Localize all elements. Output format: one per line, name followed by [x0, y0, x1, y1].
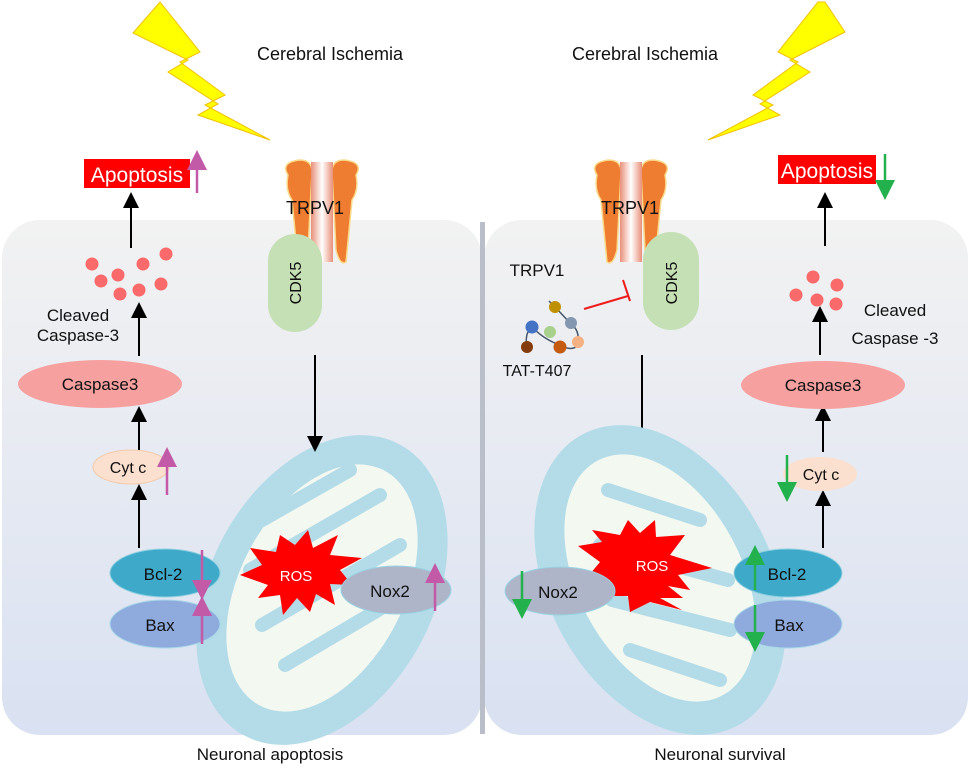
cleaved-label-right-2: Caspase -3 [852, 329, 939, 348]
apoptosis-box-right [778, 155, 876, 184]
caspase3-label-left: Caspase3 [62, 375, 139, 394]
title-left: Cerebral Ischemia [257, 44, 404, 64]
cdk5-label-right: CDK5 [664, 262, 681, 305]
cytc-node-right [783, 457, 857, 491]
panel-divider [480, 222, 485, 734]
peptide-tat-t407-icon [521, 300, 584, 354]
cytc-label-right: Cyt c [803, 467, 839, 484]
caspase3-node-right [741, 361, 905, 409]
caspase3-node-left [18, 360, 182, 408]
cleaved-label-left-2: Caspase-3 [37, 326, 119, 345]
trpv1-label-right: TRPV1 [601, 198, 659, 218]
caption-right: Neuronal survival [654, 745, 785, 764]
peptide-label-top: TRPV1 [510, 261, 565, 280]
nox2-node-right [504, 566, 616, 616]
apoptosis-label-right: Apoptosis [781, 160, 873, 183]
ros-label-left: ROS [280, 568, 313, 585]
nox2-node-left [340, 565, 452, 615]
lightning-icon-right [707, 1, 846, 141]
ros-label-right: ROS [636, 558, 669, 575]
ros-burst-left [240, 530, 362, 615]
cdk5-node-right [643, 232, 699, 330]
cleaved-caspase-dots-left [85, 247, 173, 301]
cleaved-label-right-1: Cleaved [864, 301, 926, 320]
apoptosis-label-left: Apoptosis [91, 164, 183, 187]
cdk5-label-left: CDK5 [288, 262, 305, 305]
nox2-label-left: Nox2 [370, 582, 410, 601]
cleaved-label-left-1: Cleaved [47, 306, 109, 325]
bcl2-label-right: Bcl-2 [768, 565, 807, 584]
caption-left: Neuronal apoptosis [197, 745, 343, 764]
inhibition-arrow-icon [583, 279, 631, 310]
caspase3-label-right: Caspase3 [785, 376, 862, 395]
title-right: Cerebral Ischemia [572, 44, 719, 64]
cytc-label-left: Cyt c [110, 460, 146, 477]
bax-label-right: Bax [774, 616, 804, 635]
lightning-icon-left [132, 1, 271, 141]
apoptosis-box-left [84, 159, 190, 188]
trpv1-label-left: TRPV1 [286, 198, 344, 218]
nox2-label-right: Nox2 [538, 583, 578, 602]
trpv1-channel-right [594, 159, 668, 264]
peptide-label-bottom: TAT-T407 [503, 363, 572, 380]
bcl2-label-left: Bcl-2 [144, 565, 183, 584]
bax-label-left: Bax [145, 616, 175, 635]
cdk5-node-left [268, 234, 322, 332]
cleaved-caspase-dots-right [789, 270, 844, 311]
